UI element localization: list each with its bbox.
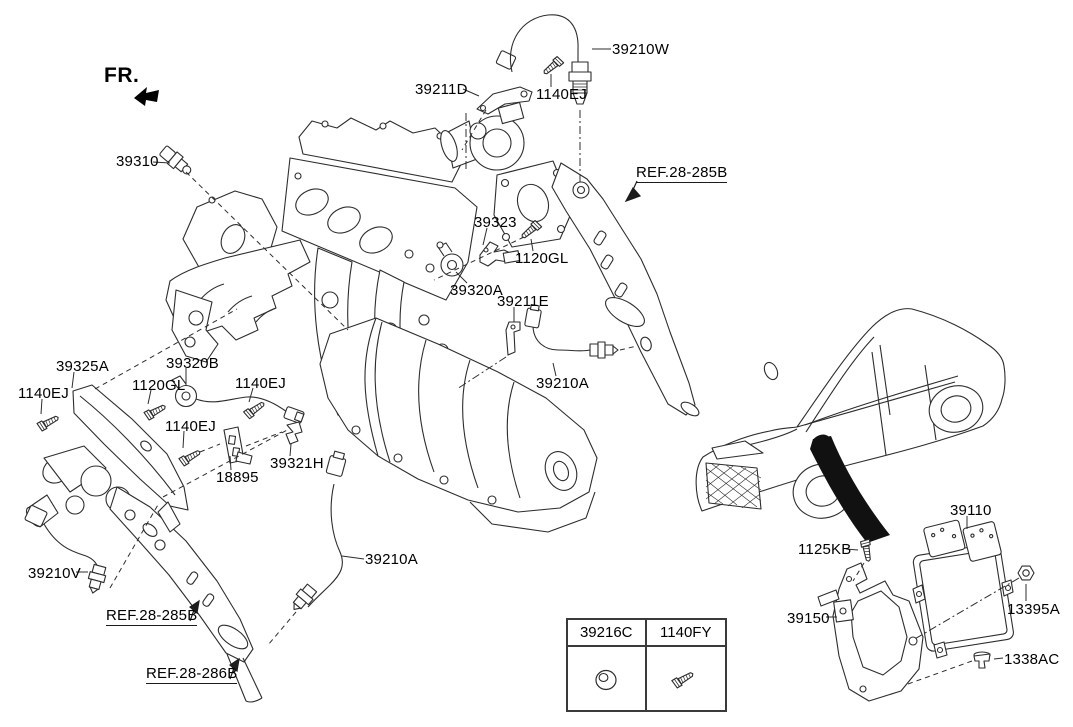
bolt-1120gl-left — [143, 401, 168, 421]
bolt-1140ej-left — [36, 412, 61, 432]
grille — [705, 462, 762, 510]
legend-header-1140fy: 1140FY — [646, 620, 725, 647]
sensor-39320b — [171, 375, 305, 424]
sensor-39210a-center — [292, 450, 347, 610]
part-label-39321h: 39321H — [270, 455, 324, 472]
rear-wheel — [928, 385, 984, 433]
location-marker-wedge — [810, 436, 890, 543]
nut-13395a — [1017, 565, 1035, 581]
sensors-and-fasteners — [24, 14, 652, 610]
part-label-1140ej-left: 1140EJ — [18, 385, 69, 402]
clip-39321h — [285, 421, 303, 445]
part-label-1140ej-center: 1140EJ — [165, 418, 216, 435]
part-label-1125kb: 1125KB — [798, 541, 852, 558]
headlight — [711, 440, 764, 460]
sensor-39320a — [436, 241, 464, 277]
bolt-1140ej-top — [540, 55, 565, 78]
bolt-1140ej-mid — [243, 399, 267, 420]
sensor-39210a-right — [524, 303, 652, 359]
part-label-39320b: 39320B — [166, 355, 219, 372]
sensor-39210v — [24, 505, 107, 594]
bolt-1140ej-center — [178, 447, 203, 467]
ref-label-28-286b: REF.28-286B — [146, 665, 238, 684]
vehicle-silhouette — [695, 308, 1006, 519]
part-label-39325a: 39325A — [56, 358, 109, 375]
part-label-1120gl-top: 1120GL — [515, 250, 569, 267]
grommet-icon — [595, 669, 617, 690]
clip-1338ac — [973, 651, 991, 669]
construction-lines — [94, 109, 1020, 685]
sensor-39210w — [495, 14, 592, 105]
part-label-39210a-center: 39210A — [365, 551, 418, 568]
legend-header-39216c: 39216C — [568, 620, 647, 647]
part-label-39323: 39323 — [474, 214, 517, 231]
bracket-39211e — [505, 321, 521, 356]
bolt-1125kb — [859, 538, 874, 563]
heat-protector-39325a — [72, 384, 189, 533]
part-label-39210a-right: 39210A — [536, 375, 589, 392]
side-mirror — [763, 361, 779, 381]
part-label-1140ej-mid: 1140EJ — [235, 375, 286, 392]
fr-direction-label: FR. — [104, 64, 140, 87]
part-label-13395a: 13395A — [1007, 601, 1060, 618]
bracket-18895 — [223, 426, 253, 465]
part-label-39150: 39150 — [787, 610, 830, 627]
engine-assembly — [165, 117, 598, 533]
part-label-39211d: 39211D — [415, 81, 468, 98]
part-label-1120gl-left: 1120GL — [132, 377, 186, 394]
bracket-39211d — [476, 86, 533, 115]
legend-table: 39216C 1140FY — [566, 618, 727, 712]
part-label-1140ej-top: 1140EJ — [536, 86, 587, 103]
ref-label-28-285b-top: REF.28-285B — [636, 164, 728, 183]
legend-cell-bolt — [647, 647, 726, 710]
part-label-39310: 39310 — [116, 153, 159, 170]
ecu-assembly — [817, 519, 1035, 702]
fr-direction-arrow-icon — [134, 87, 159, 106]
ref-label-28-285b-bottom: REF.28-285B — [106, 607, 198, 626]
part-label-39210w: 39210W — [612, 41, 670, 58]
bolt-icon — [670, 671, 694, 689]
ref-arrows — [189, 180, 642, 680]
part-label-39211e: 39211E — [497, 293, 549, 310]
part-label-39110: 39110 — [950, 502, 992, 519]
sensor-39310 — [159, 145, 192, 175]
part-label-39210v: 39210V — [28, 565, 81, 582]
part-label-1338ac: 1338AC — [1004, 651, 1060, 668]
leader-lines — [40, 48, 1027, 660]
legend-cell-grommet — [568, 647, 647, 710]
exhaust-assembly-top — [440, 101, 700, 417]
part-label-18895: 18895 — [216, 469, 259, 486]
part-label-39320a: 39320A — [450, 282, 503, 299]
